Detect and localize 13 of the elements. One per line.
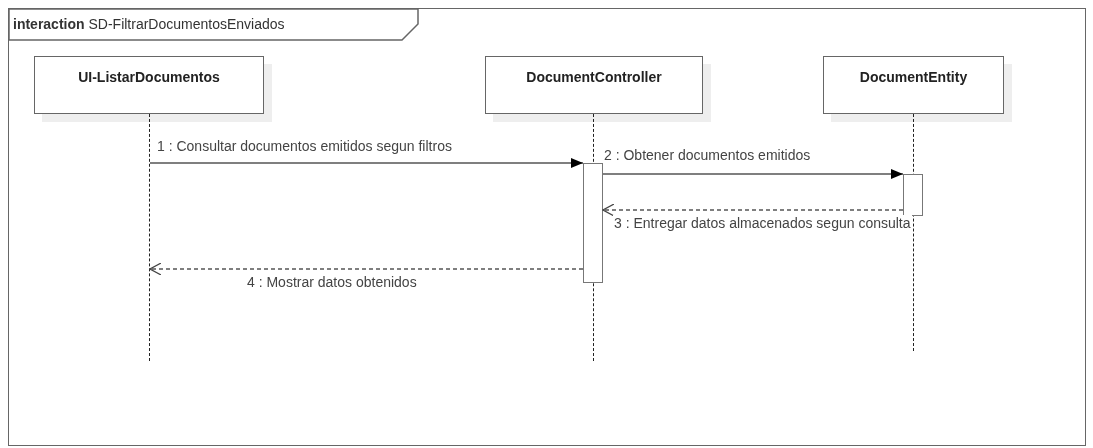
return-arrow (149, 262, 584, 276)
message-label: 3 : Entregar datos almacenados segun consulta (613, 215, 912, 231)
activation-bar (903, 174, 923, 216)
interaction-frame (8, 8, 1086, 446)
message-label: 1 : Consultar documentos emitidos segun filtros (156, 138, 453, 154)
message-arrow (149, 158, 584, 168)
frame-title: interaction SD-FiltrarDocumentosEnviados (13, 16, 285, 32)
message-label: 4 : Mostrar datos obtenidos (246, 274, 418, 290)
return-arrow (602, 203, 904, 217)
message-label: 2 : Obtener documentos emitidos (603, 147, 812, 163)
lifeline (149, 114, 151, 361)
activation-bar (583, 163, 603, 283)
message-arrow (602, 169, 904, 179)
